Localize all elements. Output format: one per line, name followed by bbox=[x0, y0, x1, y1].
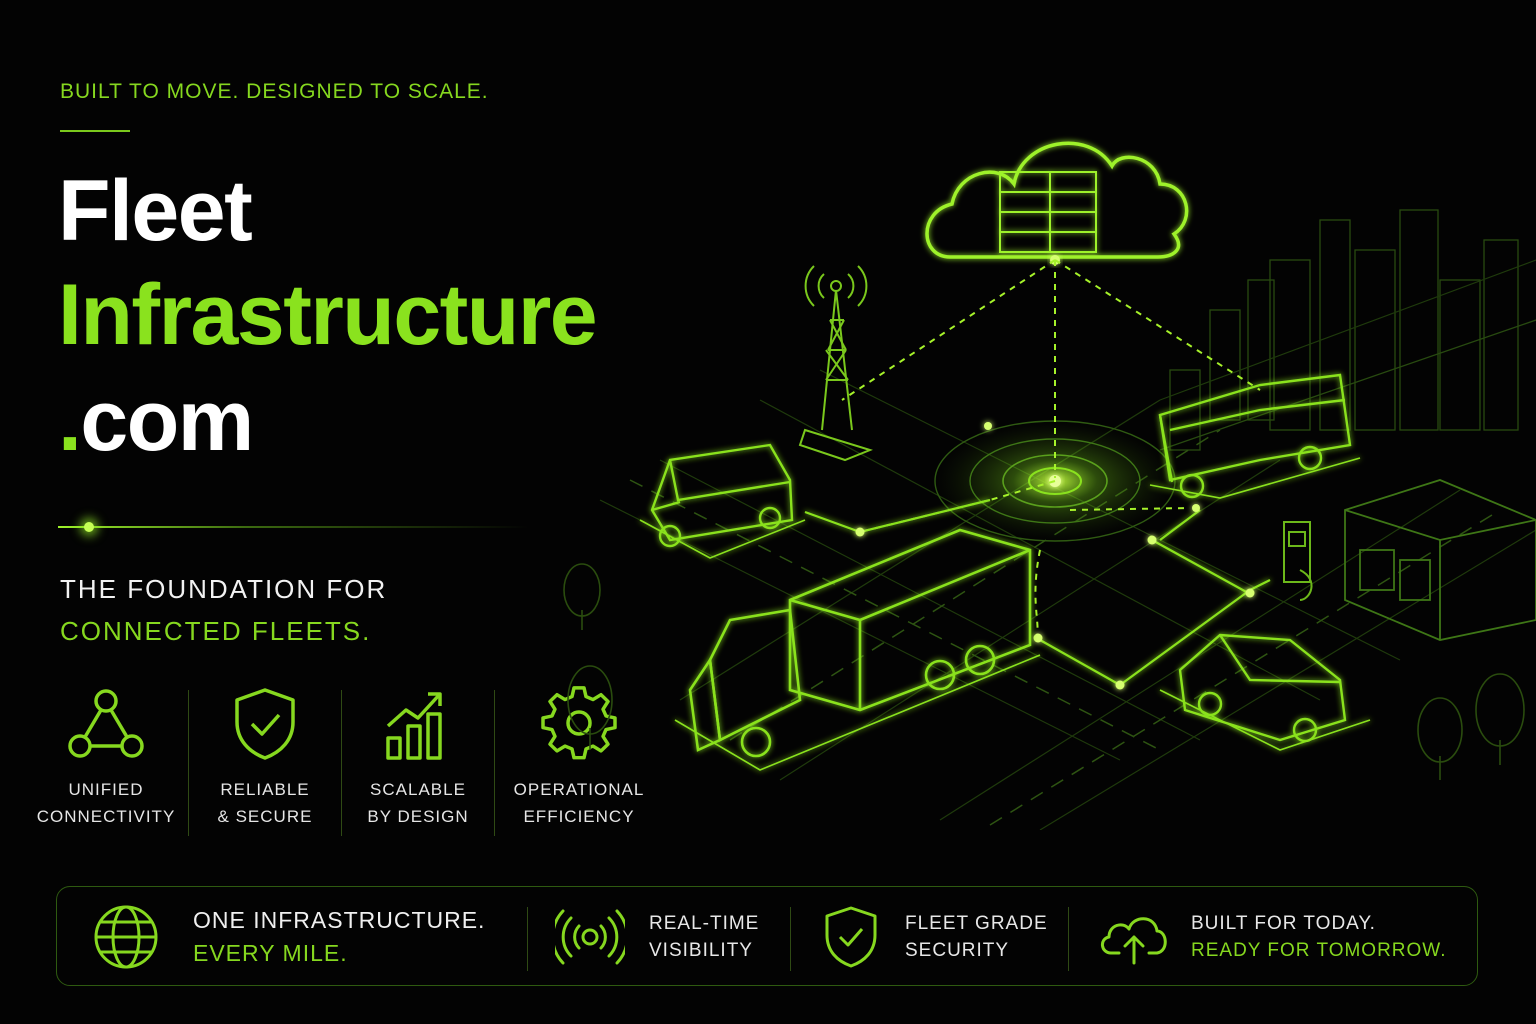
feature-label-line2: BY DESIGN bbox=[367, 807, 469, 826]
bottom-feature-bar: ONE INFRASTRUCTURE. EVERY MILE. REAL-TIM… bbox=[56, 886, 1478, 986]
bottom-separator bbox=[527, 907, 528, 971]
network-nodes bbox=[855, 422, 1255, 690]
brand-logo: Fleet Infrastructure .com bbox=[58, 163, 598, 464]
feature-label-line2: EFFICIENCY bbox=[523, 807, 635, 826]
foundation-line-2: CONNECTED FLEETS. bbox=[60, 616, 372, 646]
globe-icon bbox=[94, 905, 158, 969]
truck-icon bbox=[674, 528, 1041, 771]
network-nodes-icon bbox=[68, 689, 144, 758]
feature-separator bbox=[188, 690, 189, 836]
feature-operational-efficiency: OPERATIONAL EFFICIENCY bbox=[500, 686, 658, 836]
foundation-line-1: THE FOUNDATION FOR bbox=[60, 574, 388, 604]
bottom-separator bbox=[1068, 907, 1069, 971]
bottom-item-line2: READY FOR TOMORROW. bbox=[1191, 940, 1447, 961]
feature-label-line1: SCALABLE bbox=[370, 780, 466, 799]
ev-charger-icon bbox=[1283, 521, 1313, 601]
feature-list: UNIFIED CONNECTIVITY RELIABLE & SECURE SCA… bbox=[28, 686, 664, 836]
shield-check-icon bbox=[825, 906, 877, 968]
feature-label-line2: CONNECTIVITY bbox=[36, 807, 176, 826]
feature-unified-connectivity: UNIFIED CONNECTIVITY bbox=[28, 686, 184, 836]
cloud-upload-icon bbox=[1101, 917, 1167, 965]
tagline: BUILT TO MOVE. DESIGNED TO SCALE. bbox=[60, 80, 489, 103]
city-skyline bbox=[1159, 209, 1536, 451]
car-icon bbox=[1159, 633, 1371, 751]
signal-broadcast-icon bbox=[555, 909, 625, 965]
cloud-server-icon bbox=[925, 141, 1189, 259]
feature-label-line1: UNIFIED bbox=[68, 780, 144, 799]
bottom-item-line2: SECURITY bbox=[905, 940, 1010, 961]
feature-reliable-secure: RELIABLE & SECURE bbox=[190, 686, 340, 836]
brand-line-com: .com bbox=[58, 378, 596, 464]
bottom-item-one-infrastructure: ONE INFRASTRUCTURE. EVERY MILE. bbox=[91, 887, 485, 987]
feature-label-line2: & SECURE bbox=[217, 807, 313, 826]
bottom-item-built-for-today: BUILT FOR TODAY. READY FOR TOMORROW. bbox=[1097, 887, 1446, 987]
brand-tld: com bbox=[80, 373, 254, 469]
bottom-item-line1: BUILT FOR TODAY. bbox=[1191, 913, 1376, 934]
brand-dot: . bbox=[58, 373, 82, 469]
feature-separator bbox=[494, 690, 495, 836]
bottom-item-real-time-visibility: REAL-TIME VISIBILITY bbox=[555, 887, 759, 987]
brand-line-infrastructure: Infrastructure bbox=[58, 267, 598, 363]
divider-glow-dot bbox=[84, 522, 94, 532]
bottom-item-line1: ONE INFRASTRUCTURE. bbox=[193, 907, 486, 933]
bus-icon bbox=[1149, 373, 1361, 499]
cell-tower-icon bbox=[798, 265, 874, 462]
brand-line-fleet: Fleet bbox=[58, 163, 253, 259]
foundation-statement: THE FOUNDATION FOR CONNECTED FLEETS. bbox=[60, 568, 387, 652]
bottom-item-fleet-grade-security: FLEET GRADE SECURITY bbox=[823, 887, 1048, 987]
bottom-item-line1: FLEET GRADE bbox=[905, 913, 1048, 934]
growth-chart-icon bbox=[386, 692, 442, 760]
fleet-network-illustration bbox=[563, 141, 1536, 830]
feature-label-line1: RELIABLE bbox=[220, 780, 310, 799]
shield-check-icon bbox=[235, 688, 295, 760]
tree-icons bbox=[563, 563, 1525, 780]
feature-separator bbox=[341, 690, 342, 836]
van-icon bbox=[639, 443, 806, 559]
feature-scalable: SCALABLE BY DESIGN bbox=[343, 686, 493, 836]
bottom-item-line2: VISIBILITY bbox=[649, 940, 753, 961]
section-divider bbox=[58, 526, 528, 528]
bottom-item-line2: EVERY MILE. bbox=[193, 940, 348, 966]
feature-label-line1: OPERATIONAL bbox=[513, 780, 645, 799]
bottom-item-line1: REAL-TIME bbox=[649, 913, 760, 934]
gear-icon bbox=[541, 686, 617, 760]
depot-building bbox=[1344, 479, 1536, 641]
bottom-separator bbox=[790, 907, 791, 971]
tagline-rule bbox=[60, 130, 130, 132]
